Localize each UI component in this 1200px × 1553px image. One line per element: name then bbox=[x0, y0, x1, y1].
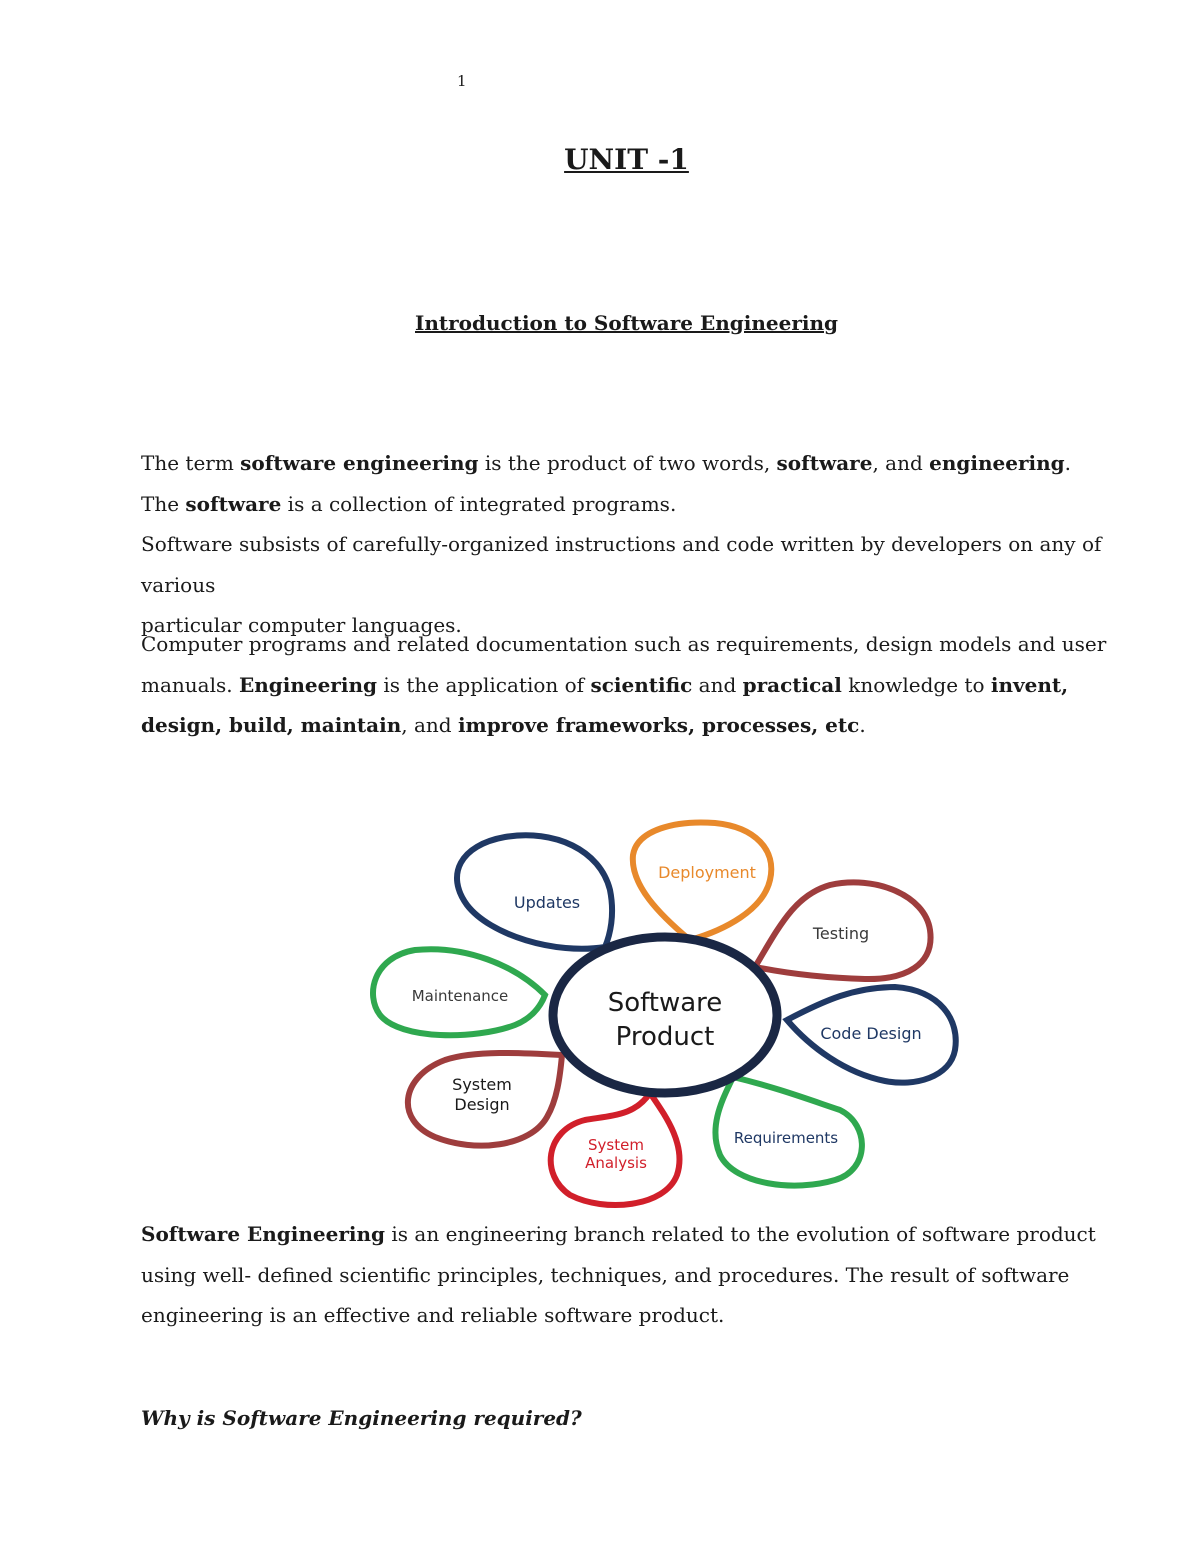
center-node: Software Product bbox=[548, 932, 782, 1098]
petal-updates: Updates bbox=[454, 832, 616, 952]
center-ring bbox=[548, 932, 782, 1098]
software-product-diagram: Updates Deployment Testing Code Design R… bbox=[355, 815, 975, 1215]
petal-updates-shape bbox=[454, 832, 616, 952]
engineering-paragraph: Computer programs and related documentat… bbox=[141, 632, 1107, 737]
center-label-line-2: Product bbox=[616, 1022, 715, 1052]
diagram-svg: Updates Deployment Testing Code Design R… bbox=[370, 819, 959, 1208]
definition-line-4: particular computer languages. bbox=[141, 613, 462, 637]
petal-testing-shape bbox=[750, 879, 934, 983]
petal-code-design-shape bbox=[782, 983, 959, 1086]
petal-requirements: Requirements bbox=[712, 1073, 865, 1189]
petal-system-analysis-label-2: Analysis bbox=[585, 1154, 647, 1172]
petal-testing: Testing bbox=[750, 879, 934, 983]
petal-testing-label: Testing bbox=[812, 924, 869, 943]
definition-line-2: The software is a collection of integrat… bbox=[141, 491, 677, 516]
petal-requirements-label: Requirements bbox=[734, 1129, 838, 1147]
petal-system-analysis-shape bbox=[547, 1087, 683, 1208]
petal-system-design-shape bbox=[405, 1049, 566, 1149]
petal-maintenance-shape bbox=[370, 946, 549, 1039]
petal-deployment-shape bbox=[629, 819, 775, 944]
center-label-line-1: Software bbox=[608, 988, 723, 1018]
petal-code-design: Code Design bbox=[782, 983, 959, 1086]
unit-title: UNIT -1 bbox=[564, 143, 689, 176]
software-engineering-paragraph: Software Engineering is an engineering b… bbox=[141, 1222, 1096, 1327]
definition-line-1: The term software engineering is the pro… bbox=[141, 451, 1071, 475]
petal-deployment: Deployment bbox=[629, 819, 775, 944]
petal-system-design-label-2: Design bbox=[454, 1095, 509, 1114]
definition-line-3: Software subsists of carefully-organized… bbox=[141, 532, 1102, 597]
petal-maintenance: Maintenance bbox=[370, 946, 549, 1039]
petal-system-design: System Design bbox=[405, 1049, 566, 1149]
why-heading: Why is Software Engineering required? bbox=[141, 1406, 582, 1430]
petal-system-analysis-label-1: System bbox=[588, 1136, 644, 1154]
petal-system-design-label-1: System bbox=[452, 1075, 512, 1094]
definition-paragraph: The term software engineering is the pro… bbox=[141, 443, 1121, 646]
petal-code-design-label: Code Design bbox=[820, 1024, 921, 1043]
petal-maintenance-label: Maintenance bbox=[412, 987, 509, 1005]
petal-updates-label: Updates bbox=[514, 893, 580, 912]
petal-deployment-label: Deployment bbox=[658, 863, 756, 882]
petal-requirements-shape bbox=[712, 1073, 865, 1189]
petal-system-analysis: System Analysis bbox=[547, 1087, 683, 1208]
page-number: 1 bbox=[457, 72, 467, 90]
section-title: Introduction to Software Engineering bbox=[415, 311, 838, 335]
